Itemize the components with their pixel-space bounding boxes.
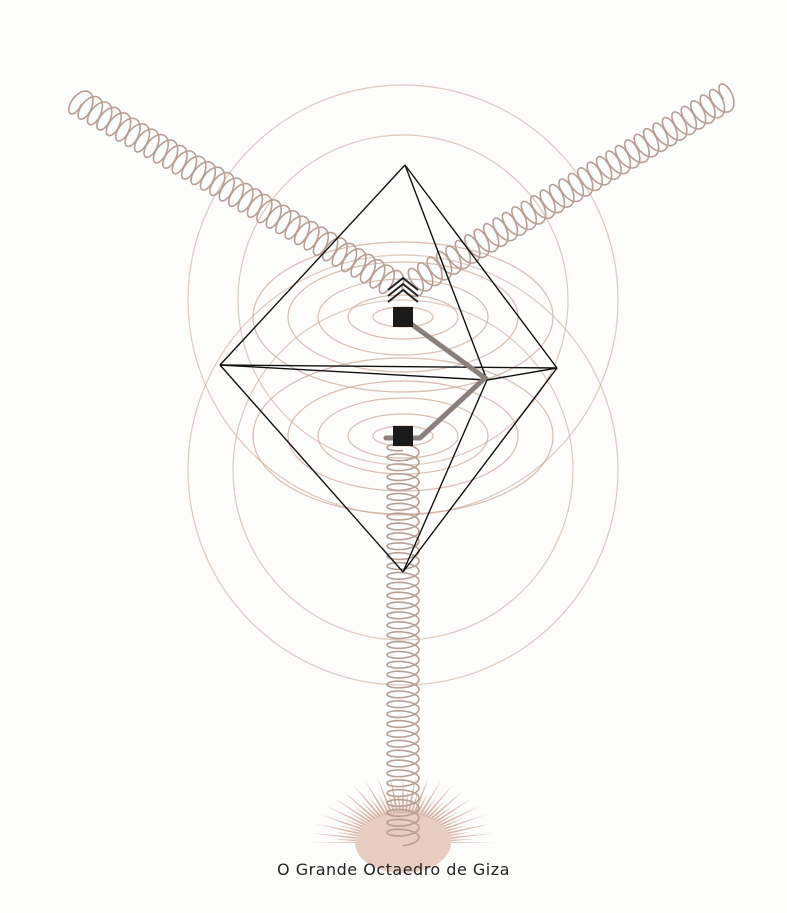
field-rings	[188, 85, 618, 685]
sun-burst-icon	[311, 774, 495, 873]
diagram-caption: O Grande Octaedro de Giza	[0, 860, 787, 879]
spiral-coil	[69, 91, 404, 293]
spiral-coil	[403, 84, 734, 297]
lower-node	[393, 426, 413, 446]
upper-node	[393, 307, 413, 327]
